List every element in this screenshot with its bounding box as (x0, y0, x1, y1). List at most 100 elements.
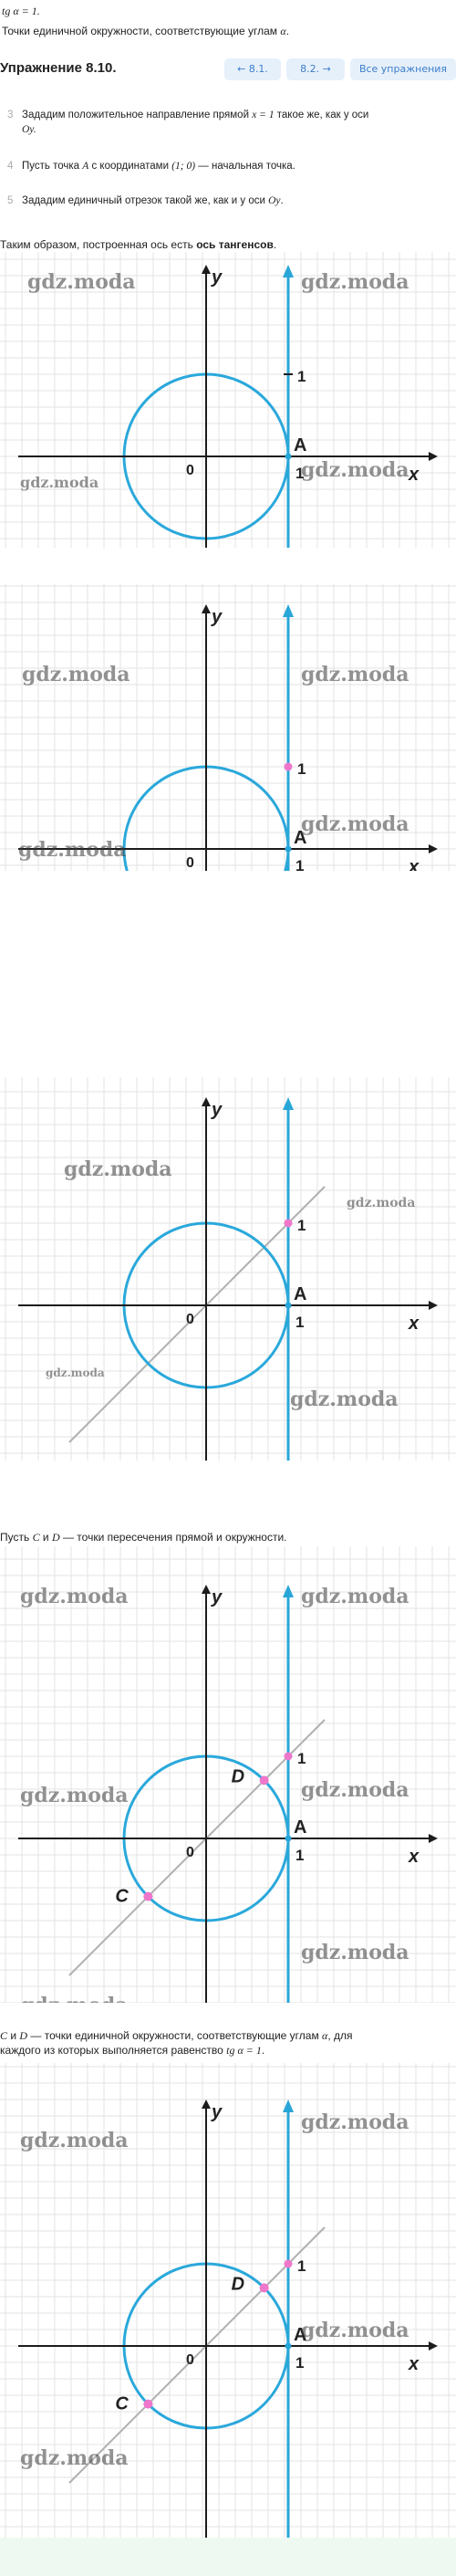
step-number: 4 (7, 161, 14, 172)
subtitle-alpha: α (280, 25, 286, 37)
watermark-logo: gdz.moda (64, 1157, 172, 1181)
point-a-label: A (294, 1817, 306, 1838)
step-math: A (82, 161, 89, 172)
y-axis-arrow-icon (202, 265, 211, 274)
point-d (259, 2283, 269, 2293)
bottom-banner (0, 2538, 456, 2576)
tangent-unit-label: 1 (297, 760, 306, 778)
line-y-equals-x (68, 1719, 326, 1976)
step-number: 3 (7, 110, 14, 120)
watermark-logo: gdz.moda (301, 663, 409, 686)
x-axis-label: x (408, 1314, 420, 1334)
x-axis-arrow-icon (429, 1301, 438, 1310)
point-a (285, 453, 292, 460)
tangent-axis-arrow-icon (283, 604, 294, 617)
watermark-logo: gdz.moda (20, 474, 98, 491)
watermark-logo: gdz.moda (20, 2129, 129, 2152)
x-axis-arrow-icon (429, 844, 438, 853)
formula-tg: tg α = 1. (2, 5, 40, 17)
watermark-logo: gdz.moda (290, 1387, 399, 1411)
step-5: 5 Зададим единичный отрезок такой же, как… (7, 194, 454, 208)
tangent-axis-arrow-icon (283, 2100, 294, 2112)
tangent-axis-arrow-icon (283, 1585, 294, 1597)
subtitle-end: . (285, 25, 289, 37)
x-axis-arrow-icon (429, 1834, 438, 1843)
line-y-equals-x (68, 2226, 326, 2484)
final-text-part: — точки единичной окружности, соответств… (27, 2029, 323, 2042)
origin-label: 0 (186, 1312, 194, 1327)
watermark-logo: gdz.moda (301, 1778, 409, 1802)
point-c-label: C (0, 2029, 8, 2042)
point-a (285, 845, 292, 853)
point-d-label: D (19, 2029, 28, 2042)
point-d (259, 1775, 269, 1785)
tangent-unit-point (284, 762, 293, 771)
point-a-label: A (294, 828, 306, 848)
point-c (143, 2399, 153, 2409)
point-c-label: C (32, 1531, 40, 1544)
point-a-label: A (294, 2325, 306, 2345)
point-a-label: A (294, 435, 306, 456)
watermark-logo: gdz.moda (20, 1585, 129, 1608)
watermark-logo: gdz.moda (18, 838, 127, 862)
watermark-logo: gdz.moda (20, 2446, 129, 2470)
tangent-unit-point (284, 1219, 293, 1228)
point-c (143, 1891, 153, 1901)
point-c-label: C (115, 2394, 129, 2414)
conclusion-end: . (273, 238, 277, 251)
y-axis-label: y (211, 607, 223, 627)
tangent-unit-label: 1 (297, 1217, 306, 1234)
final-text-part: каждого из которых выполняется равенство (0, 2044, 227, 2057)
watermark-logo: gdz.moda (301, 1941, 409, 1964)
y-axis-arrow-icon (202, 1585, 211, 1594)
conclusion-line: Таким образом, построенная ось есть ось … (0, 237, 276, 252)
points-text: и (39, 1531, 52, 1544)
subtitle-text: Точки единичной окружности, соответствую… (2, 25, 281, 37)
final-text-part: , для (327, 2029, 353, 2042)
points-text: Пусть (0, 1531, 33, 1544)
x-unit-label: 1 (295, 465, 304, 482)
watermark-logo: gdz.moda (301, 270, 409, 294)
next-exercise-button[interactable]: 8.2. → (286, 58, 345, 80)
tangent-axis-arrow-icon (283, 265, 294, 277)
step-number: 5 (7, 195, 14, 206)
tangent-axis-arrow-icon (283, 1097, 294, 1110)
step-text: такое же, как у оси (274, 110, 369, 120)
x-axis-label: x (408, 465, 420, 485)
y-axis-arrow-icon (202, 1097, 211, 1106)
step-text: Зададим положительное направление прямой (22, 110, 253, 120)
x-unit-label: 1 (295, 2354, 304, 2372)
points-text-line: Пусть C и D — точки пересечения прямой и… (0, 1530, 287, 1545)
point-a-label: A (294, 1284, 306, 1304)
x-axis-label: x (408, 1847, 420, 1867)
final-text-part: . (261, 2044, 265, 2057)
step-math: Oy (268, 195, 281, 206)
step-text: Зададим единичный отрезок такой же, как … (22, 195, 269, 206)
y-axis-arrow-icon (202, 604, 211, 613)
origin-label: 0 (186, 2352, 194, 2368)
step-text: Пусть точка (22, 161, 83, 172)
step-text: с координатами (88, 161, 172, 172)
point-a (285, 1302, 292, 1309)
prev-exercise-button[interactable]: ← 8.1. (224, 58, 281, 80)
watermark-logo: gdz.moda (22, 663, 130, 686)
point-a (285, 2342, 292, 2350)
watermark-logo: gdz.moda (20, 1784, 129, 1807)
all-exercises-button[interactable]: Все упражнения (350, 58, 456, 80)
origin-label: 0 (186, 855, 194, 871)
watermark-logo: gdz.moda (301, 458, 409, 482)
watermark-logo: gdz.moda (301, 812, 409, 836)
x-unit-label: 1 (295, 1314, 304, 1331)
exercise-title: Упражнение 8.10. (0, 60, 117, 76)
point-d-label: D (232, 2274, 244, 2294)
origin-label: 0 (186, 463, 194, 478)
points-text: — точки пересечения прямой и окружности. (59, 1531, 287, 1544)
step-text: — начальная точка. (195, 161, 295, 172)
watermark-logo: gdz.moda (301, 2110, 409, 2134)
x-axis-arrow-icon (429, 2341, 438, 2351)
x-axis-label: x (408, 2354, 420, 2374)
step-text: . (280, 195, 284, 206)
conclusion-bold: ось тангенсов (196, 238, 274, 251)
